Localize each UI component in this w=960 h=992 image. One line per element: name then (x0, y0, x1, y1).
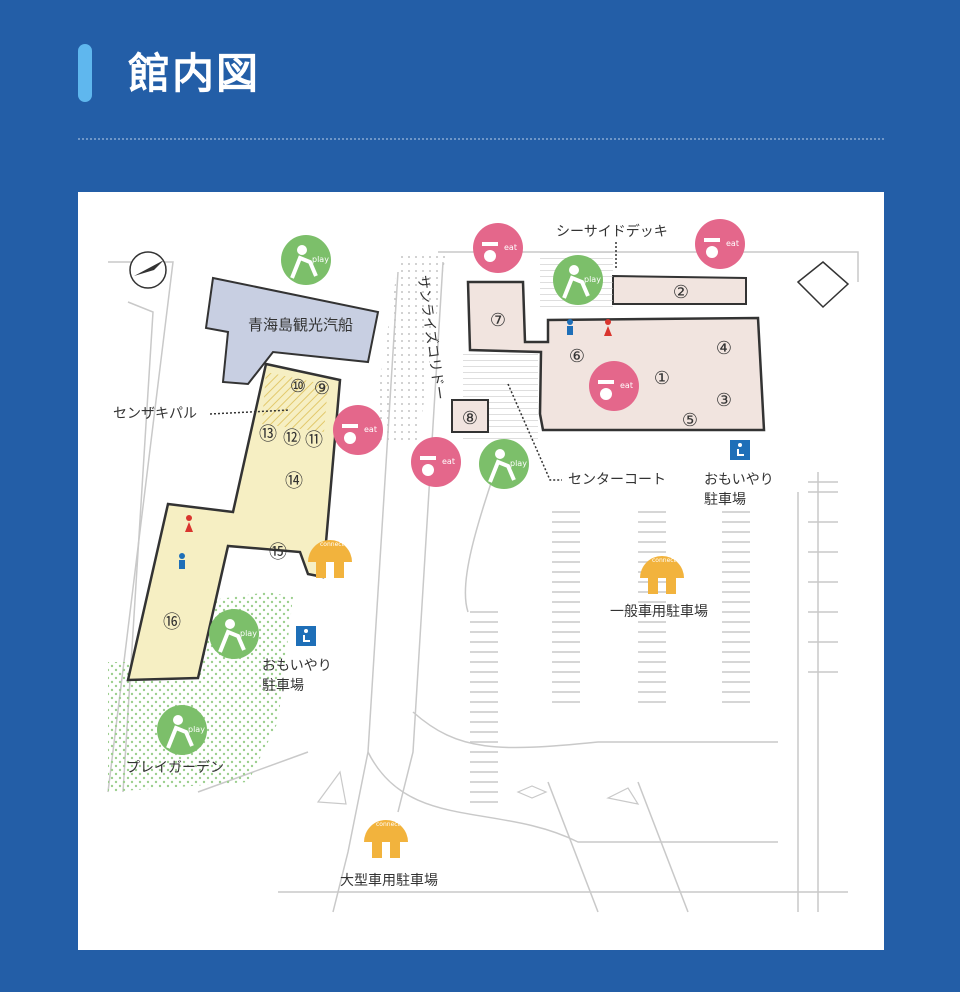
shop-number-11: ⑪ (305, 430, 323, 451)
svg-text:play: play (240, 629, 257, 638)
title-accent-bar (78, 44, 92, 102)
shop-number-9: ⑨ (314, 378, 330, 399)
senzaki-label: センザキパル (113, 406, 197, 422)
eat-badge-3: eat (589, 361, 639, 411)
shop-number-2: ② (673, 282, 689, 303)
center-court-leader (507, 383, 562, 481)
svg-text:connect: connect (376, 821, 401, 828)
senzaki-hatched-area (262, 372, 328, 432)
accessible-parking-icon-1 (730, 440, 750, 460)
page-title: 館内図 (128, 49, 261, 98)
accessible-parking-icon-2 (296, 626, 316, 646)
shop-number-3: ③ (716, 390, 732, 411)
shop-number-14: ⑭ (285, 471, 303, 492)
play-badge-5: play (157, 705, 207, 755)
center-court-label: センターコート (568, 472, 666, 488)
restroom-icon-west (179, 515, 193, 569)
floor-map-svg: 青海島観光汽船 センザキパル サンライズコリドー シーサイドデッキ センターコー… (107, 219, 859, 913)
general-parking-label: 一般車用駐車場 (610, 603, 708, 620)
compass-icon (129, 251, 167, 289)
omoiyari-parking-label-2: おもいやり (262, 658, 332, 674)
ferry-label: 青海島観光汽船 (248, 316, 353, 334)
restroom-icon-east (567, 319, 612, 336)
svg-text:connect: connect (320, 541, 345, 548)
east-building (466, 280, 766, 432)
seaside-deck-label: シーサイドデッキ (556, 223, 668, 240)
play-badge-3: play (479, 439, 529, 489)
shop-8-building (451, 399, 489, 433)
shop-number-13: ⑬ (259, 424, 277, 445)
ferry-building (204, 276, 380, 386)
svg-text:eat: eat (504, 243, 517, 252)
shop-number-15: ⑮ (269, 542, 287, 563)
shop-number-5: ⑤ (682, 410, 698, 431)
connect-badge-3: connect (364, 820, 408, 858)
shop-number-10: ⑩ (290, 376, 306, 397)
shop-number-1: ① (654, 368, 670, 389)
omoiyari-parking-label-1: おもいやり (704, 472, 774, 488)
ne-structure (796, 261, 850, 309)
shop-number-4: ④ (716, 338, 732, 359)
title-divider (78, 138, 884, 140)
eat-badge-5: eat (411, 437, 461, 487)
svg-text:eat: eat (726, 239, 739, 248)
sunrise-corridor-area (370, 252, 446, 442)
play-badge-1: play (281, 235, 331, 285)
play-garden-label: プレイガーデン (126, 759, 224, 776)
parking-stalls (469, 481, 838, 803)
svg-text:eat: eat (364, 425, 377, 434)
eat-badge-1: eat (473, 223, 523, 273)
senzaki-kiparu-building (126, 362, 342, 682)
svg-text:play: play (312, 255, 329, 264)
floor-map: 青海島観光汽船 センザキパル サンライズコリドー シーサイドデッキ センターコー… (78, 192, 884, 950)
svg-text:play: play (510, 459, 527, 468)
large-parking-label: 大型車用駐車場 (340, 872, 438, 889)
road-markings (316, 770, 640, 805)
shop-number-8: ⑧ (462, 408, 478, 429)
connect-badge-2: connect (640, 556, 684, 594)
svg-text:connect: connect (652, 557, 677, 564)
svg-text:play: play (188, 725, 205, 734)
shop-number-12: ⑫ (283, 428, 301, 449)
connect-badge-1: connect (308, 540, 352, 578)
eat-badge-4: eat (333, 405, 383, 455)
shop-number-7: ⑦ (490, 310, 506, 331)
svg-text:eat: eat (442, 457, 455, 466)
shop-number-16: ⑯ (163, 612, 181, 633)
omoiyari-parking-label-2b: 駐車場 (262, 677, 304, 694)
svg-text:play: play (584, 275, 601, 284)
play-badge-2: play (553, 255, 603, 305)
omoiyari-parking-label-1b: 駐車場 (704, 491, 746, 508)
shop-number-6: ⑥ (569, 346, 585, 367)
play-badge-4: play (209, 609, 259, 659)
eat-badge-2: eat (695, 219, 745, 269)
senzaki-leader-line (209, 409, 291, 415)
svg-text:eat: eat (620, 381, 633, 390)
